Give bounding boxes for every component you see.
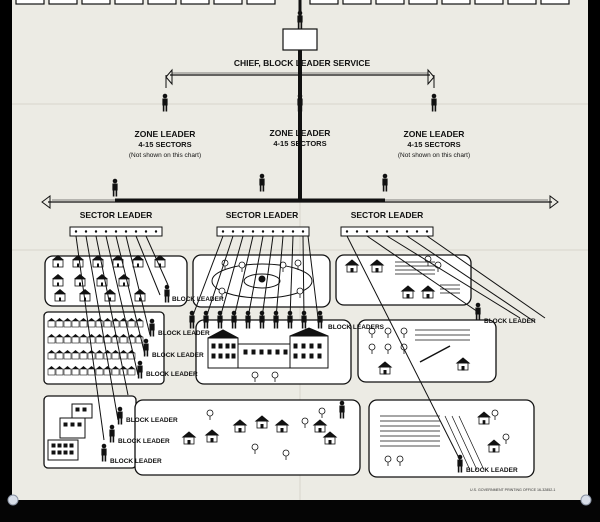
zone-leader-left-title: ZONE LEADER <box>135 129 196 139</box>
zone-leader-right-title: ZONE LEADER <box>404 129 465 139</box>
block-leader-label-8: BLOCK LEADER <box>110 458 162 465</box>
zone-arrow-left <box>165 68 173 86</box>
zone-leader-center-sectors: 4-15 SECTORS <box>273 139 326 148</box>
block-leader-label-6: BLOCK LEADER <box>126 417 178 424</box>
zone-leader-right: ZONE LEADER 4-15 SECTORS (Not shown on t… <box>398 129 470 159</box>
zone-leader-right-note: (Not shown on this chart) <box>398 152 470 159</box>
block-leader-labels: BLOCK LEADER BLOCK LEADERS BLOCK LEADER … <box>110 296 536 474</box>
block-leader-label-1: BLOCK LEADER <box>172 296 224 303</box>
pin-right <box>580 494 592 506</box>
printing-office-footer: U.S. GOVERNMENT PRINTING OFFICE 16-32852… <box>470 488 555 492</box>
zone-leader-center-title: ZONE LEADER <box>270 128 331 138</box>
zone-arrow-right <box>427 68 435 86</box>
poster-frame <box>0 500 600 522</box>
connection-lines <box>75 235 546 461</box>
zone-leader-left-sectors: 4-15 SECTORS <box>138 140 191 149</box>
sector-leader-right-label: SECTOR LEADER <box>351 210 424 220</box>
block-leader-label-4: BLOCK LEADER <box>152 352 204 359</box>
top-box-row <box>15 0 570 5</box>
sector-leader-left-label: SECTOR LEADER <box>80 210 153 220</box>
block-leader-label-5: BLOCK LEADER <box>146 371 198 378</box>
farm-cluster-2 <box>368 327 470 375</box>
zone-leader-left: ZONE LEADER 4-15 SECTORS (Not shown on t… <box>129 129 201 159</box>
sector-leader-center-label: SECTOR LEADER <box>226 210 299 220</box>
park-cluster <box>211 259 313 299</box>
sector-arrow-left <box>41 195 51 209</box>
fields-cluster <box>380 409 510 471</box>
zone-leader-right-sectors: 4-15 SECTORS <box>407 140 460 149</box>
block-leader-label-7: BLOCK LEADER <box>118 438 170 445</box>
building-cluster <box>47 403 93 461</box>
sector-arrow-right <box>549 195 559 209</box>
block-leader-label-9: BLOCK LEADER <box>466 467 518 474</box>
block-leader-label-2: BLOCK LEADER <box>484 318 536 325</box>
institution-building <box>207 327 329 383</box>
block-panel-rowhouses <box>43 311 165 385</box>
pin-left <box>7 494 19 506</box>
block-leader-label-3: BLOCK LEADER <box>158 330 210 337</box>
farm-cluster-1 <box>345 255 460 299</box>
chief-label: CHIEF, BLOCK LEADER SERVICE <box>234 58 371 68</box>
block-leaders-label: BLOCK LEADERS <box>328 324 385 331</box>
zone-leader-center: ZONE LEADER 4-15 SECTORS <box>270 128 331 148</box>
zone-leader-left-note: (Not shown on this chart) <box>129 152 201 159</box>
block-panel-fields <box>368 399 535 478</box>
